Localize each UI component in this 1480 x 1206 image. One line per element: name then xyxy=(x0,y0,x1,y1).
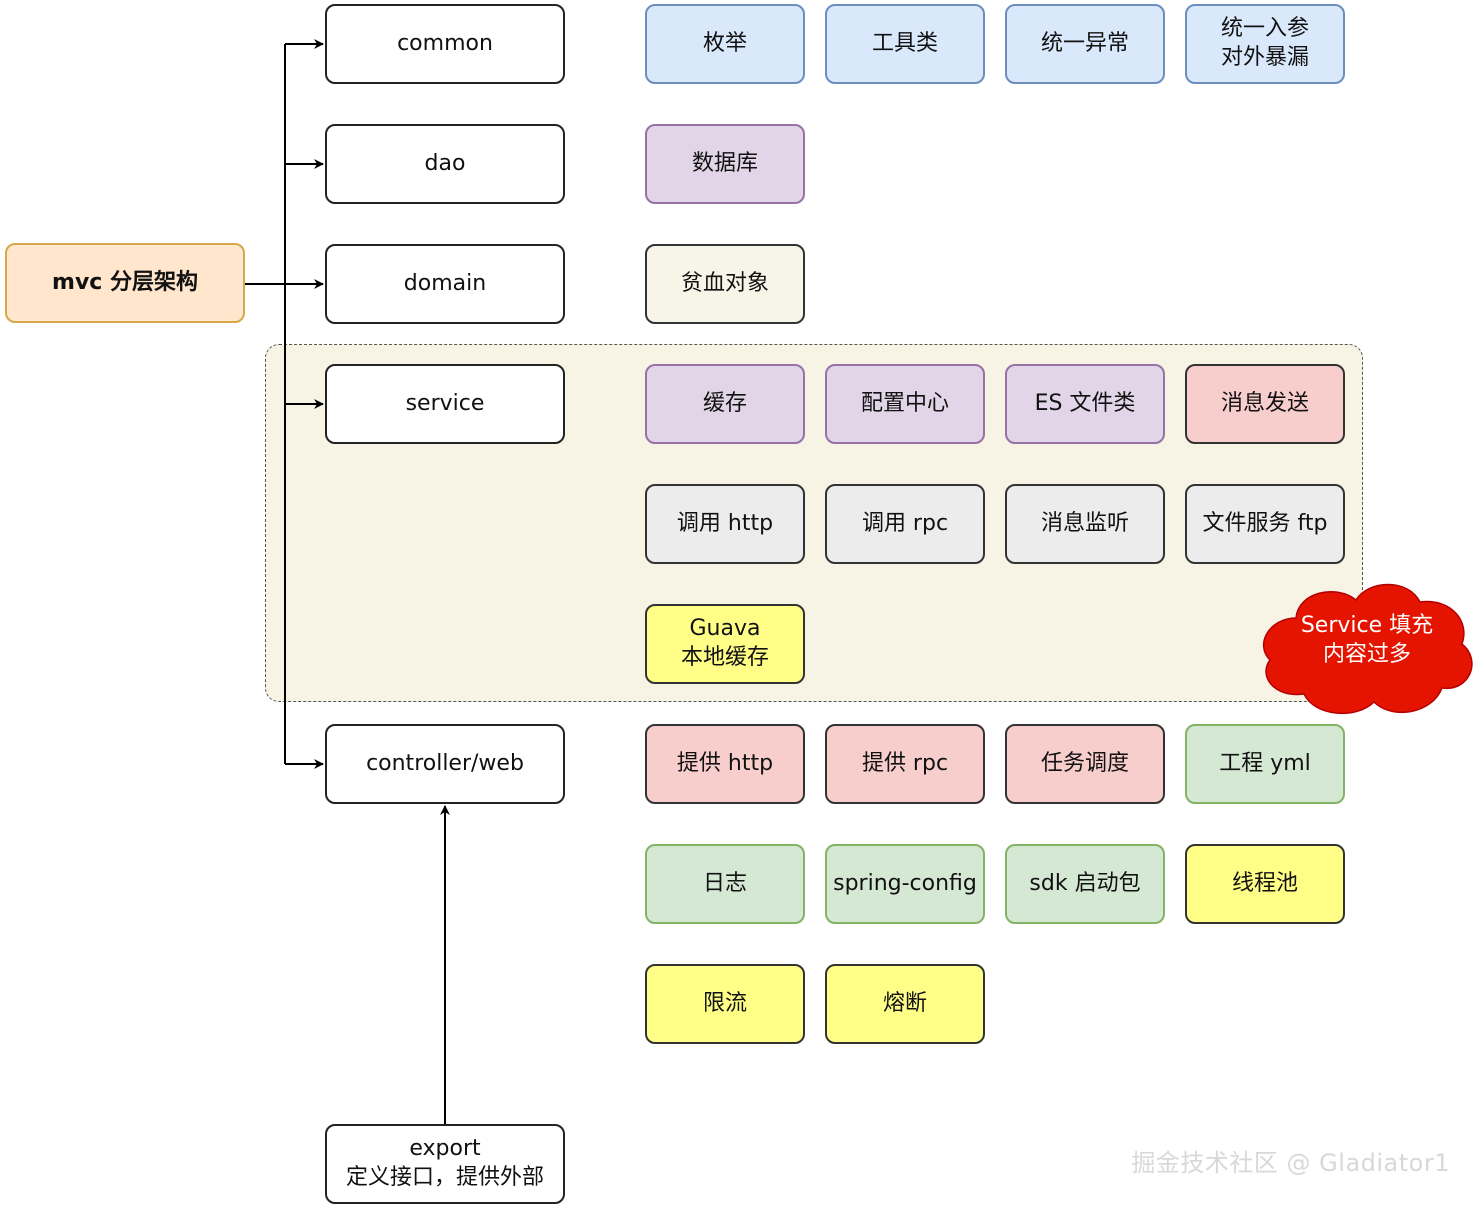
layer-export: export 定义接口，提供外部 xyxy=(325,1124,565,1204)
controller-task: 任务调度 xyxy=(1005,724,1165,804)
controller-circuit: 熔断 xyxy=(825,964,985,1044)
service-guava-label: Guava 本地缓存 xyxy=(681,615,769,672)
service-msg-listen: 消息监听 xyxy=(1005,484,1165,564)
layer-controller: controller/web xyxy=(325,724,565,804)
domain-anemic: 贫血对象 xyxy=(645,244,805,324)
cloud-text: Service 填充 内容过多 xyxy=(1256,612,1478,669)
service-es: ES 文件类 xyxy=(1005,364,1165,444)
controller-log: 日志 xyxy=(645,844,805,924)
layer-dao-label: dao xyxy=(424,150,466,176)
service-overload-cloud: Service 填充 内容过多 xyxy=(1256,576,1478,718)
controller-provide-http-label: 提供 http xyxy=(676,750,774,776)
common-params-line2: 对外暴漏 xyxy=(1220,45,1309,70)
controller-thread-pool: 线程池 xyxy=(1185,844,1345,924)
layer-export-label: export 定义接口，提供外部 xyxy=(346,1135,544,1192)
service-es-label: ES 文件类 xyxy=(1034,390,1136,416)
controller-task-label: 任务调度 xyxy=(1040,750,1129,776)
controller-rate-limit: 限流 xyxy=(645,964,805,1044)
service-msg-listen-label: 消息监听 xyxy=(1040,510,1129,536)
service-config-center-label: 配置中心 xyxy=(860,390,949,416)
export-line1: export xyxy=(409,1136,481,1162)
common-params: 统一入参 对外暴漏 xyxy=(1185,4,1345,84)
common-params-line1: 统一入参 xyxy=(1220,16,1309,42)
service-cache: 缓存 xyxy=(645,364,805,444)
layer-common: common xyxy=(325,4,565,84)
export-line2: 定义接口，提供外部 xyxy=(345,1165,544,1190)
controller-yml-label: 工程 yml xyxy=(1219,750,1311,776)
service-call-rpc: 调用 rpc xyxy=(825,484,985,564)
controller-circuit-label: 熔断 xyxy=(882,990,927,1016)
cloud-shape xyxy=(1263,583,1473,715)
service-msg-send: 消息发送 xyxy=(1185,364,1345,444)
root-node: mvc 分层架构 xyxy=(5,243,245,323)
service-config-center: 配置中心 xyxy=(825,364,985,444)
controller-provide-http: 提供 http xyxy=(645,724,805,804)
layer-dao: dao xyxy=(325,124,565,204)
layer-common-label: common xyxy=(397,30,493,56)
controller-sdk-label: sdk 启动包 xyxy=(1029,870,1141,896)
dao-database: 数据库 xyxy=(645,124,805,204)
layer-domain: domain xyxy=(325,244,565,324)
common-tools: 工具类 xyxy=(825,4,985,84)
common-exception-label: 统一异常 xyxy=(1040,30,1129,56)
service-file-ftp-label: 文件服务 ftp xyxy=(1202,510,1328,536)
watermark: 掘金技术社区 @ Gladiator1 xyxy=(1131,1149,1450,1177)
domain-anemic-label: 贫血对象 xyxy=(680,270,769,296)
layer-service: service xyxy=(325,364,565,444)
controller-rate-limit-label: 限流 xyxy=(702,990,747,1016)
cloud-line2: 内容过多 xyxy=(1322,641,1411,667)
controller-provide-rpc-label: 提供 rpc xyxy=(861,750,949,776)
service-guava-line1: Guava xyxy=(689,616,761,642)
service-file-ftp: 文件服务 ftp xyxy=(1185,484,1345,564)
service-msg-send-label: 消息发送 xyxy=(1220,390,1309,416)
controller-sdk: sdk 启动包 xyxy=(1005,844,1165,924)
dao-database-label: 数据库 xyxy=(691,150,758,176)
controller-log-label: 日志 xyxy=(702,870,747,896)
common-enum-label: 枚举 xyxy=(702,30,747,56)
controller-spring-config: spring-config xyxy=(825,844,985,924)
service-cache-label: 缓存 xyxy=(702,390,747,416)
common-tools-label: 工具类 xyxy=(871,30,938,56)
cloud-line1: Service 填充 xyxy=(1300,613,1434,638)
service-guava-line2: 本地缓存 xyxy=(680,645,769,670)
controller-thread-pool-label: 线程池 xyxy=(1231,870,1298,896)
layer-domain-label: domain xyxy=(403,270,487,296)
controller-yml: 工程 yml xyxy=(1185,724,1345,804)
service-call-rpc-label: 调用 rpc xyxy=(861,510,949,536)
common-exception: 统一异常 xyxy=(1005,4,1165,84)
root-label: mvc 分层架构 xyxy=(52,269,198,295)
controller-spring-config-label: spring-config xyxy=(833,870,977,896)
common-params-label: 统一入参 对外暴漏 xyxy=(1221,15,1309,72)
layer-service-label: service xyxy=(405,390,485,416)
service-call-http: 调用 http xyxy=(645,484,805,564)
service-call-http-label: 调用 http xyxy=(676,510,774,536)
controller-provide-rpc: 提供 rpc xyxy=(825,724,985,804)
layer-controller-label: controller/web xyxy=(366,750,524,776)
common-enum: 枚举 xyxy=(645,4,805,84)
service-guava: Guava 本地缓存 xyxy=(645,604,805,684)
